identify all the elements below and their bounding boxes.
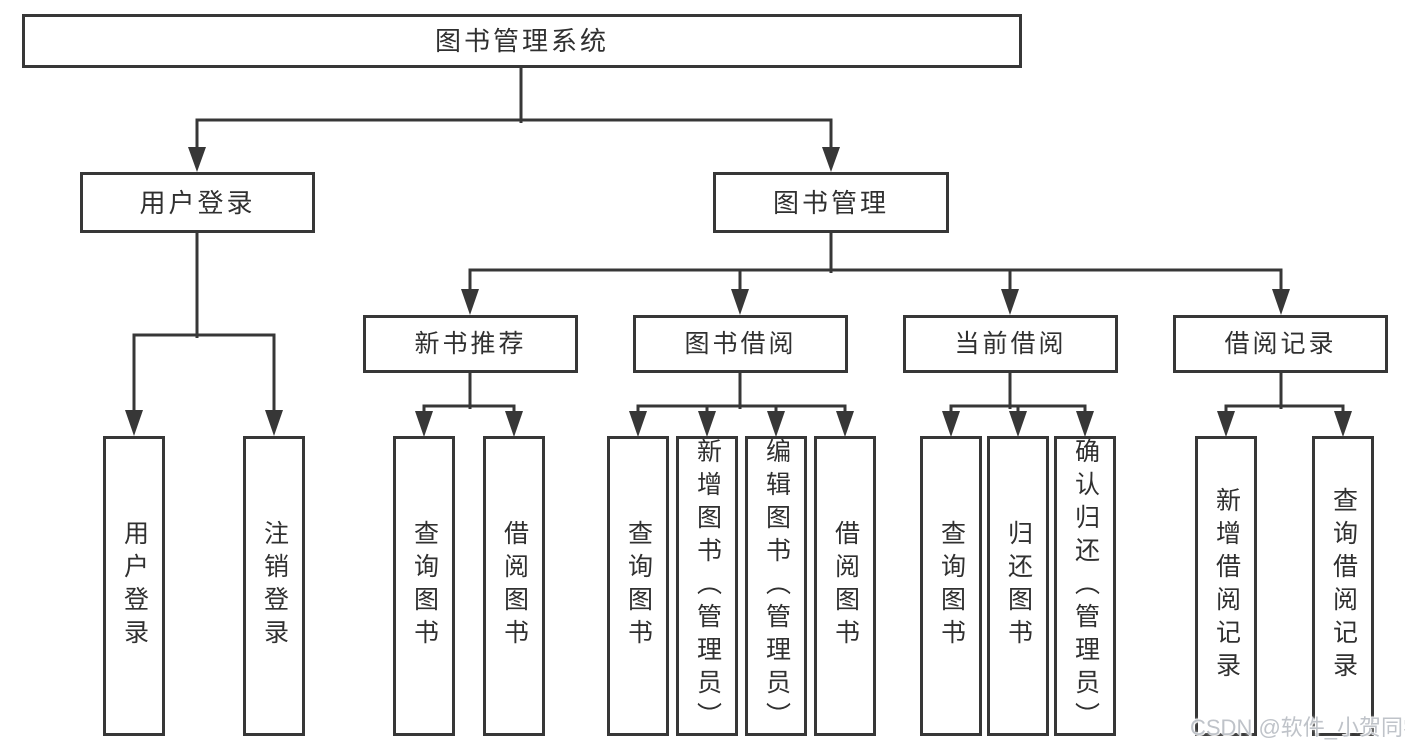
- arrowhead-icon: [1001, 289, 1019, 315]
- connector-user-branch: [125, 231, 283, 436]
- leaf-current-confirm-return-admin-label: 确认归还（管理员）: [1071, 437, 1100, 735]
- node-book-borrow-label: 图书借阅: [684, 329, 797, 358]
- leaf-current-confirm-return-admin: 确认归还（管理员）: [1054, 436, 1116, 736]
- leaf-current-return-books: 归还图书: [987, 436, 1049, 736]
- connector-recommend-group: [415, 371, 523, 437]
- node-new-book-recommend-label: 新书推荐: [414, 329, 527, 358]
- node-user-login-branch: 用户登录: [80, 172, 315, 233]
- arrowhead-icon: [767, 411, 785, 437]
- leaf-records-add-record: 新增借阅记录: [1195, 436, 1257, 736]
- arrowhead-icon: [1076, 411, 1094, 437]
- node-current-borrow-label: 当前借阅: [954, 329, 1067, 358]
- connector-book-branch: [461, 231, 1290, 315]
- connector-current-group: [942, 371, 1094, 437]
- node-new-book-recommend: 新书推荐: [363, 315, 578, 373]
- arrowhead-icon: [698, 411, 716, 437]
- node-user-login-label: 用户登录: [139, 187, 256, 218]
- node-borrow-records-label: 借阅记录: [1224, 329, 1337, 358]
- node-current-borrow: 当前借阅: [903, 315, 1118, 373]
- node-root: 图书管理系统: [22, 14, 1022, 68]
- arrowhead-icon: [461, 289, 479, 315]
- arrowhead-icon: [265, 410, 283, 436]
- arrowhead-icon: [1334, 411, 1352, 437]
- arrowhead-icon: [822, 147, 840, 172]
- leaf-borrow-borrow-books-label: 借阅图书: [831, 520, 860, 652]
- leaf-records-add-record-label: 新增借阅记录: [1212, 487, 1241, 685]
- leaf-borrow-borrow-books: 借阅图书: [814, 436, 876, 736]
- arrowhead-icon: [731, 289, 749, 315]
- leaf-logout: 注销登录: [243, 436, 305, 736]
- leaf-borrow-edit-books-admin-label: 编辑图书（管理员）: [762, 437, 791, 735]
- arrowhead-icon: [1272, 289, 1290, 315]
- connector-borrow-group: [629, 371, 854, 437]
- node-borrow-records: 借阅记录: [1173, 315, 1388, 373]
- arrowhead-icon: [1009, 411, 1027, 437]
- leaf-records-query-record: 查询借阅记录: [1312, 436, 1374, 736]
- leaf-borrow-edit-books-admin: 编辑图书（管理员）: [745, 436, 807, 736]
- arrowhead-icon: [629, 411, 647, 437]
- connector-records-group: [1217, 371, 1352, 437]
- leaf-recommend-query-books-label: 查询图书: [410, 520, 439, 652]
- leaf-records-query-record-label: 查询借阅记录: [1329, 487, 1358, 685]
- arrowhead-icon: [1217, 411, 1235, 437]
- leaf-borrow-add-books-admin-label: 新增图书（管理员）: [693, 437, 722, 735]
- leaf-current-query-books-label: 查询图书: [937, 520, 966, 652]
- arrowhead-icon: [188, 147, 206, 172]
- arrowhead-icon: [125, 410, 143, 436]
- leaf-current-return-books-label: 归还图书: [1004, 520, 1033, 652]
- leaf-recommend-borrow-books: 借阅图书: [483, 436, 545, 736]
- leaf-borrow-query-books-label: 查询图书: [624, 520, 653, 652]
- arrowhead-icon: [505, 411, 523, 437]
- node-book-management-label: 图书管理: [772, 187, 889, 218]
- arrowhead-icon: [836, 411, 854, 437]
- leaf-logout-label: 注销登录: [260, 520, 289, 652]
- arrowhead-icon: [415, 411, 433, 437]
- watermark: CSDN @软件_小贺同学: [1190, 715, 1405, 740]
- leaf-recommend-borrow-books-label: 借阅图书: [500, 520, 529, 652]
- node-root-label: 图书管理系统: [434, 26, 609, 56]
- leaf-user-login-label: 用户登录: [120, 520, 149, 652]
- node-book-management-branch: 图书管理: [713, 172, 949, 233]
- leaf-user-login: 用户登录: [103, 436, 165, 736]
- connector-root: [188, 66, 840, 172]
- leaf-current-query-books: 查询图书: [920, 436, 982, 736]
- leaf-borrow-query-books: 查询图书: [607, 436, 669, 736]
- arrowhead-icon: [942, 411, 960, 437]
- node-book-borrow: 图书借阅: [633, 315, 848, 373]
- leaf-borrow-add-books-admin: 新增图书（管理员）: [676, 436, 738, 736]
- leaf-recommend-query-books: 查询图书: [393, 436, 455, 736]
